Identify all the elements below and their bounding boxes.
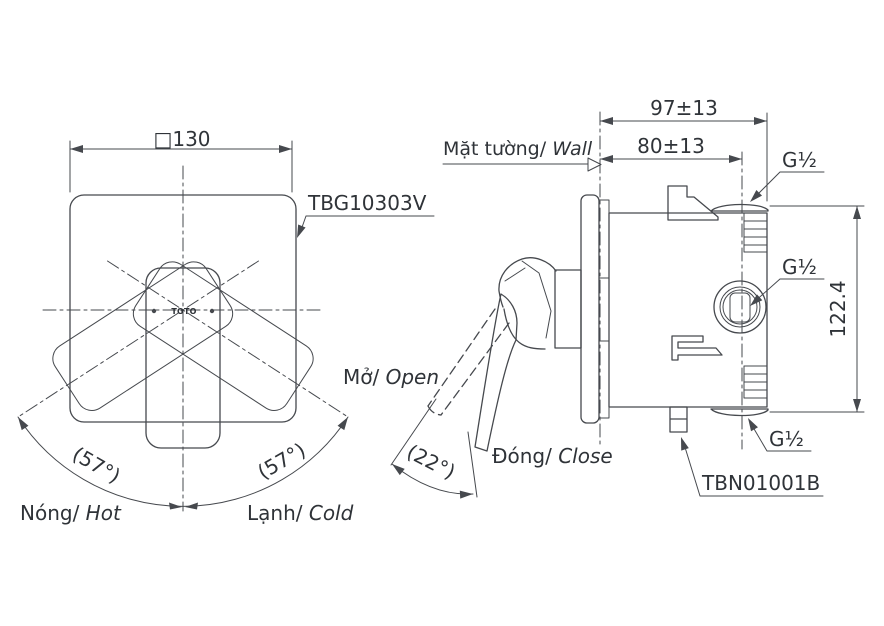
valve-stem	[554, 269, 582, 349]
side-port-inner	[722, 289, 758, 325]
handle-hot-position	[52, 261, 234, 411]
mounting-lug-bottom	[669, 406, 688, 433]
indicator-dot-right	[209, 308, 215, 314]
toto-logo: TOTO	[171, 307, 196, 316]
handle-hub	[498, 257, 557, 308]
height-dim-text: 122.4	[826, 280, 850, 337]
thread-side-leader	[752, 278, 825, 304]
mounting-lug-middle	[671, 335, 723, 361]
lever-closed	[474, 293, 518, 452]
depth80-text: 80±13	[637, 134, 705, 158]
bottom-flange	[710, 408, 769, 417]
trim-part-number: TBG10303V	[307, 191, 427, 215]
valve-body	[608, 212, 768, 408]
thread-side-text: G½	[782, 255, 817, 279]
thread-side-arrow	[750, 294, 763, 306]
top-threads	[743, 212, 768, 253]
side-port-ring	[719, 286, 761, 328]
valve-part-number: TBN01001B	[701, 471, 820, 495]
side-port-outer	[713, 280, 767, 334]
hot-label: Nóng/ Hot	[20, 501, 122, 525]
handle-center-position	[145, 267, 221, 449]
tbn-label-leader	[683, 443, 824, 497]
wall-label: Mặt tường/ Wall	[443, 138, 593, 160]
sleeve-joint-ticks	[598, 277, 610, 342]
tbn-label-arrow	[681, 437, 689, 451]
hub-facet-line	[521, 260, 552, 339]
bottom-threads	[743, 365, 768, 399]
indicator-dot-left	[151, 308, 157, 314]
thread-top-leader	[752, 171, 825, 200]
top-flange	[710, 203, 769, 212]
cold-label: Lạnh/ Cold	[247, 501, 354, 525]
rotation-arc	[17, 416, 349, 507]
angle-right-text: (57°)	[253, 438, 309, 484]
width-dim-text: □130	[153, 127, 210, 151]
thread-bottom-text: G½	[769, 427, 804, 451]
handle-centerline-cold	[107, 260, 349, 418]
angle-left-text: (57°)	[68, 442, 124, 488]
angle-arc-arrows	[392, 464, 473, 499]
angle-ext-open	[390, 398, 437, 466]
trim-plate-outline	[69, 194, 297, 423]
angle-ext-closed	[467, 431, 478, 498]
height-arrows	[853, 206, 861, 412]
mounting-lug-top	[667, 185, 719, 221]
lever-open-edge1	[427, 308, 496, 407]
thread-bottom-arrow	[748, 418, 758, 432]
close-label: Đóng/ Close	[492, 444, 613, 468]
thread-top-text: G½	[782, 148, 817, 172]
thread-top-arrow	[750, 189, 763, 202]
tbg-label-arrow	[297, 224, 306, 238]
depth80-arrows	[600, 155, 742, 163]
thread-bottom-leader	[749, 421, 812, 452]
front-view: TOTO	[17, 140, 435, 512]
depth97-arrows	[600, 117, 767, 125]
tbg-label-leader	[299, 215, 435, 234]
width-dim-arrows	[70, 145, 292, 153]
rotation-arc-arrows	[18, 417, 348, 510]
depth97-text: 97±13	[650, 96, 718, 120]
hub-facet-line2	[504, 267, 526, 282]
open-label: Mở/ Open	[343, 365, 439, 389]
lever-open-tip	[427, 405, 442, 416]
lever-open-edge2	[440, 322, 510, 416]
trim-plate-side	[580, 194, 600, 424]
handle-cold-position	[132, 261, 314, 411]
wall-arrow-open	[587, 157, 602, 172]
hub-underside	[503, 308, 546, 350]
side-view	[390, 111, 865, 499]
side-port-window	[729, 292, 751, 323]
handle-centerline-hot	[17, 260, 259, 418]
